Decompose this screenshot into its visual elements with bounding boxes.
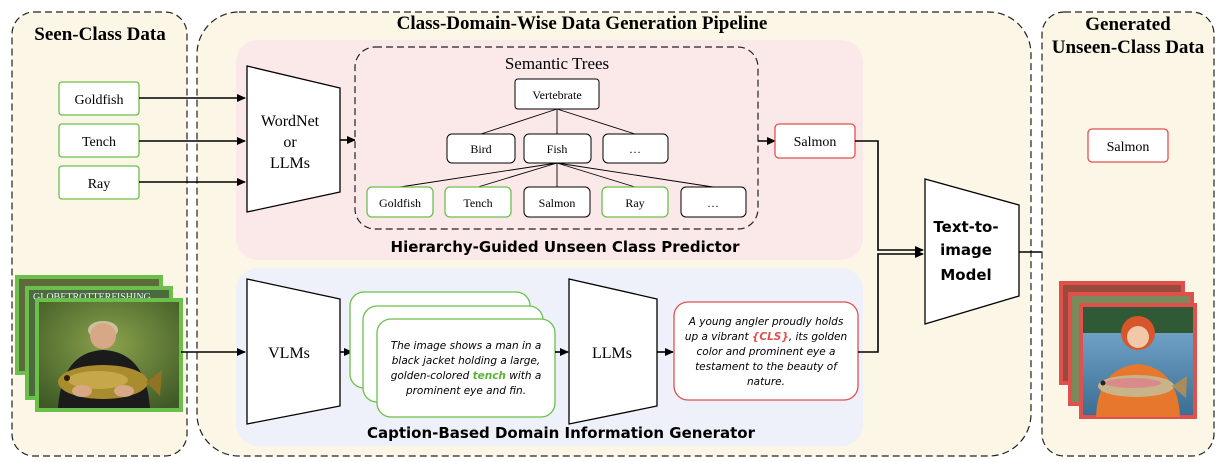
t2i-trapezoid	[924, 178, 1020, 325]
tench-highlight: tench	[473, 370, 506, 382]
tree-leaf-goldfish-label: Goldfish	[379, 196, 421, 210]
tree-edges	[399, 108, 714, 188]
generated-caption-line-3: color and prominent eye a	[697, 346, 836, 358]
seen-caption-line-2: black jacket holding a large,	[392, 355, 540, 367]
generated-caption-line-2: up a vibrant {CLS}, its golden	[685, 331, 847, 343]
t2i-line-3: Model	[940, 266, 991, 284]
tree-leaf-tench	[444, 186, 512, 218]
knowledge-source-trapezoid	[246, 65, 341, 213]
semantic-trees-title: Semantic Trees	[505, 54, 609, 73]
generated-image-stack	[1059, 281, 1197, 419]
vlm-trapezoid	[246, 278, 341, 425]
predicted-class-label: Salmon	[794, 135, 837, 150]
connector-caption-to-t2i	[858, 250, 924, 353]
knowledge-source-line-3: LLMs	[270, 155, 310, 172]
tree-node-fish-label: Fish	[547, 142, 568, 156]
connector-salmon-to-t2i	[855, 140, 924, 254]
tree-node-vertebrate-label: Vertebrate	[532, 88, 581, 102]
seen-class-label-tench: Tench	[82, 135, 116, 150]
generated-class-box	[1087, 128, 1169, 163]
tree-leaf-salmon	[523, 186, 591, 218]
generated-caption-line-4: testament to the beauty of	[695, 361, 839, 373]
t2i-line-2: image	[940, 241, 992, 259]
generated-caption-line-1: A young angler proudly holds	[688, 316, 844, 328]
seen-class-label-goldfish: Goldfish	[75, 93, 124, 108]
tree-leaf-ray	[601, 186, 669, 218]
tree-leaf-tench-label: Tench	[463, 196, 492, 210]
generated-title-line-2: Unseen-Class Data	[1052, 37, 1205, 58]
seen-class-title: Seen-Class Data	[34, 24, 166, 45]
t2i-line-1: Text-to-	[933, 218, 998, 236]
seen-caption-line-1: The image shows a man in a	[391, 340, 542, 352]
tree-node-bird-label: Bird	[470, 142, 491, 156]
seen-caption-line-4: prominent eye and fin.	[405, 385, 526, 397]
tree-leaf-goldfish	[366, 186, 434, 218]
caption-card-front	[376, 318, 556, 418]
knowledge-source-line-1: WordNet	[261, 113, 320, 130]
generated-title-line-1: Generated	[1085, 14, 1171, 35]
pipeline-title: Class-Domain-Wise Data Generation Pipeli…	[397, 13, 768, 34]
tree-node-vertebrate	[514, 78, 600, 110]
tree-node-ellipsis-1-label: …	[629, 142, 641, 156]
tree-leaf-ray-label: Ray	[625, 196, 644, 210]
llm-label: LLMs	[592, 345, 632, 362]
tree-leaf-salmon-label: Salmon	[539, 196, 576, 210]
seen-image-stack: GLOBETROTTERFISHING	[15, 275, 183, 412]
generated-caption-line-5: nature.	[747, 376, 785, 388]
tree-leaf-ellipsis-label: …	[707, 196, 719, 210]
tree-node-bird	[446, 133, 516, 164]
generated-caption-card	[673, 301, 859, 401]
tree-node-ellipsis-1	[602, 133, 669, 164]
generator-title: Caption-Based Domain Information Generat…	[367, 424, 756, 442]
generated-class-label: Salmon	[1107, 140, 1150, 155]
seen-class-label-ray: Ray	[88, 177, 111, 192]
seen-caption-line-3: golden-colored tench with a	[391, 370, 542, 382]
llm-trapezoid	[568, 278, 658, 425]
seen-image-caption: GLOBETROTTERFISHING	[33, 292, 151, 303]
knowledge-source-line-2: or	[283, 134, 297, 151]
predictor-title: Hierarchy-Guided Unseen Class Predictor	[391, 238, 741, 256]
vlm-label: VLMs	[268, 345, 310, 362]
tree-leaf-ellipsis	[680, 186, 747, 218]
tree-node-fish	[523, 133, 592, 164]
cls-placeholder: {CLS}	[752, 331, 789, 343]
